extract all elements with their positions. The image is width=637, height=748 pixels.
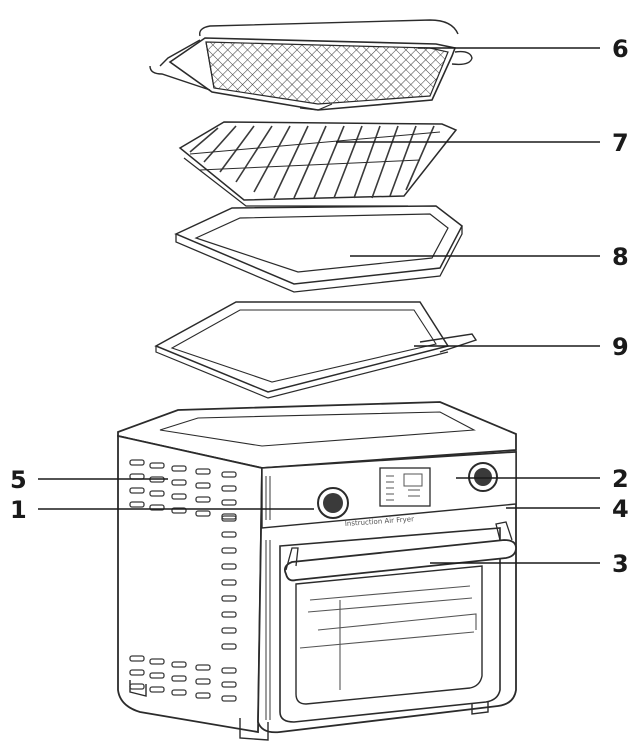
side-vents	[129, 459, 237, 702]
door-handle	[283, 521, 517, 582]
callout-8: 8	[612, 243, 629, 271]
callout-numbers: 6 7 8 9 2 4 3 5 1	[10, 35, 629, 578]
callout-3: 3	[612, 550, 629, 578]
callout-5: 5	[10, 466, 27, 494]
callout-9: 9	[612, 333, 629, 361]
baking-tray	[174, 205, 463, 293]
callout-6: 6	[612, 35, 629, 63]
air-fry-basket	[149, 19, 473, 111]
wire-rack	[178, 121, 458, 207]
crumb-tray	[154, 301, 478, 399]
callout-lines	[38, 47, 600, 564]
callout-4: 4	[612, 495, 629, 523]
control-panel: Instruction Air Fryer	[317, 462, 498, 528]
callout-2: 2	[612, 465, 629, 493]
callout-1: 1	[10, 496, 27, 524]
callout-7: 7	[612, 129, 629, 157]
front-edge-vents	[265, 476, 271, 720]
